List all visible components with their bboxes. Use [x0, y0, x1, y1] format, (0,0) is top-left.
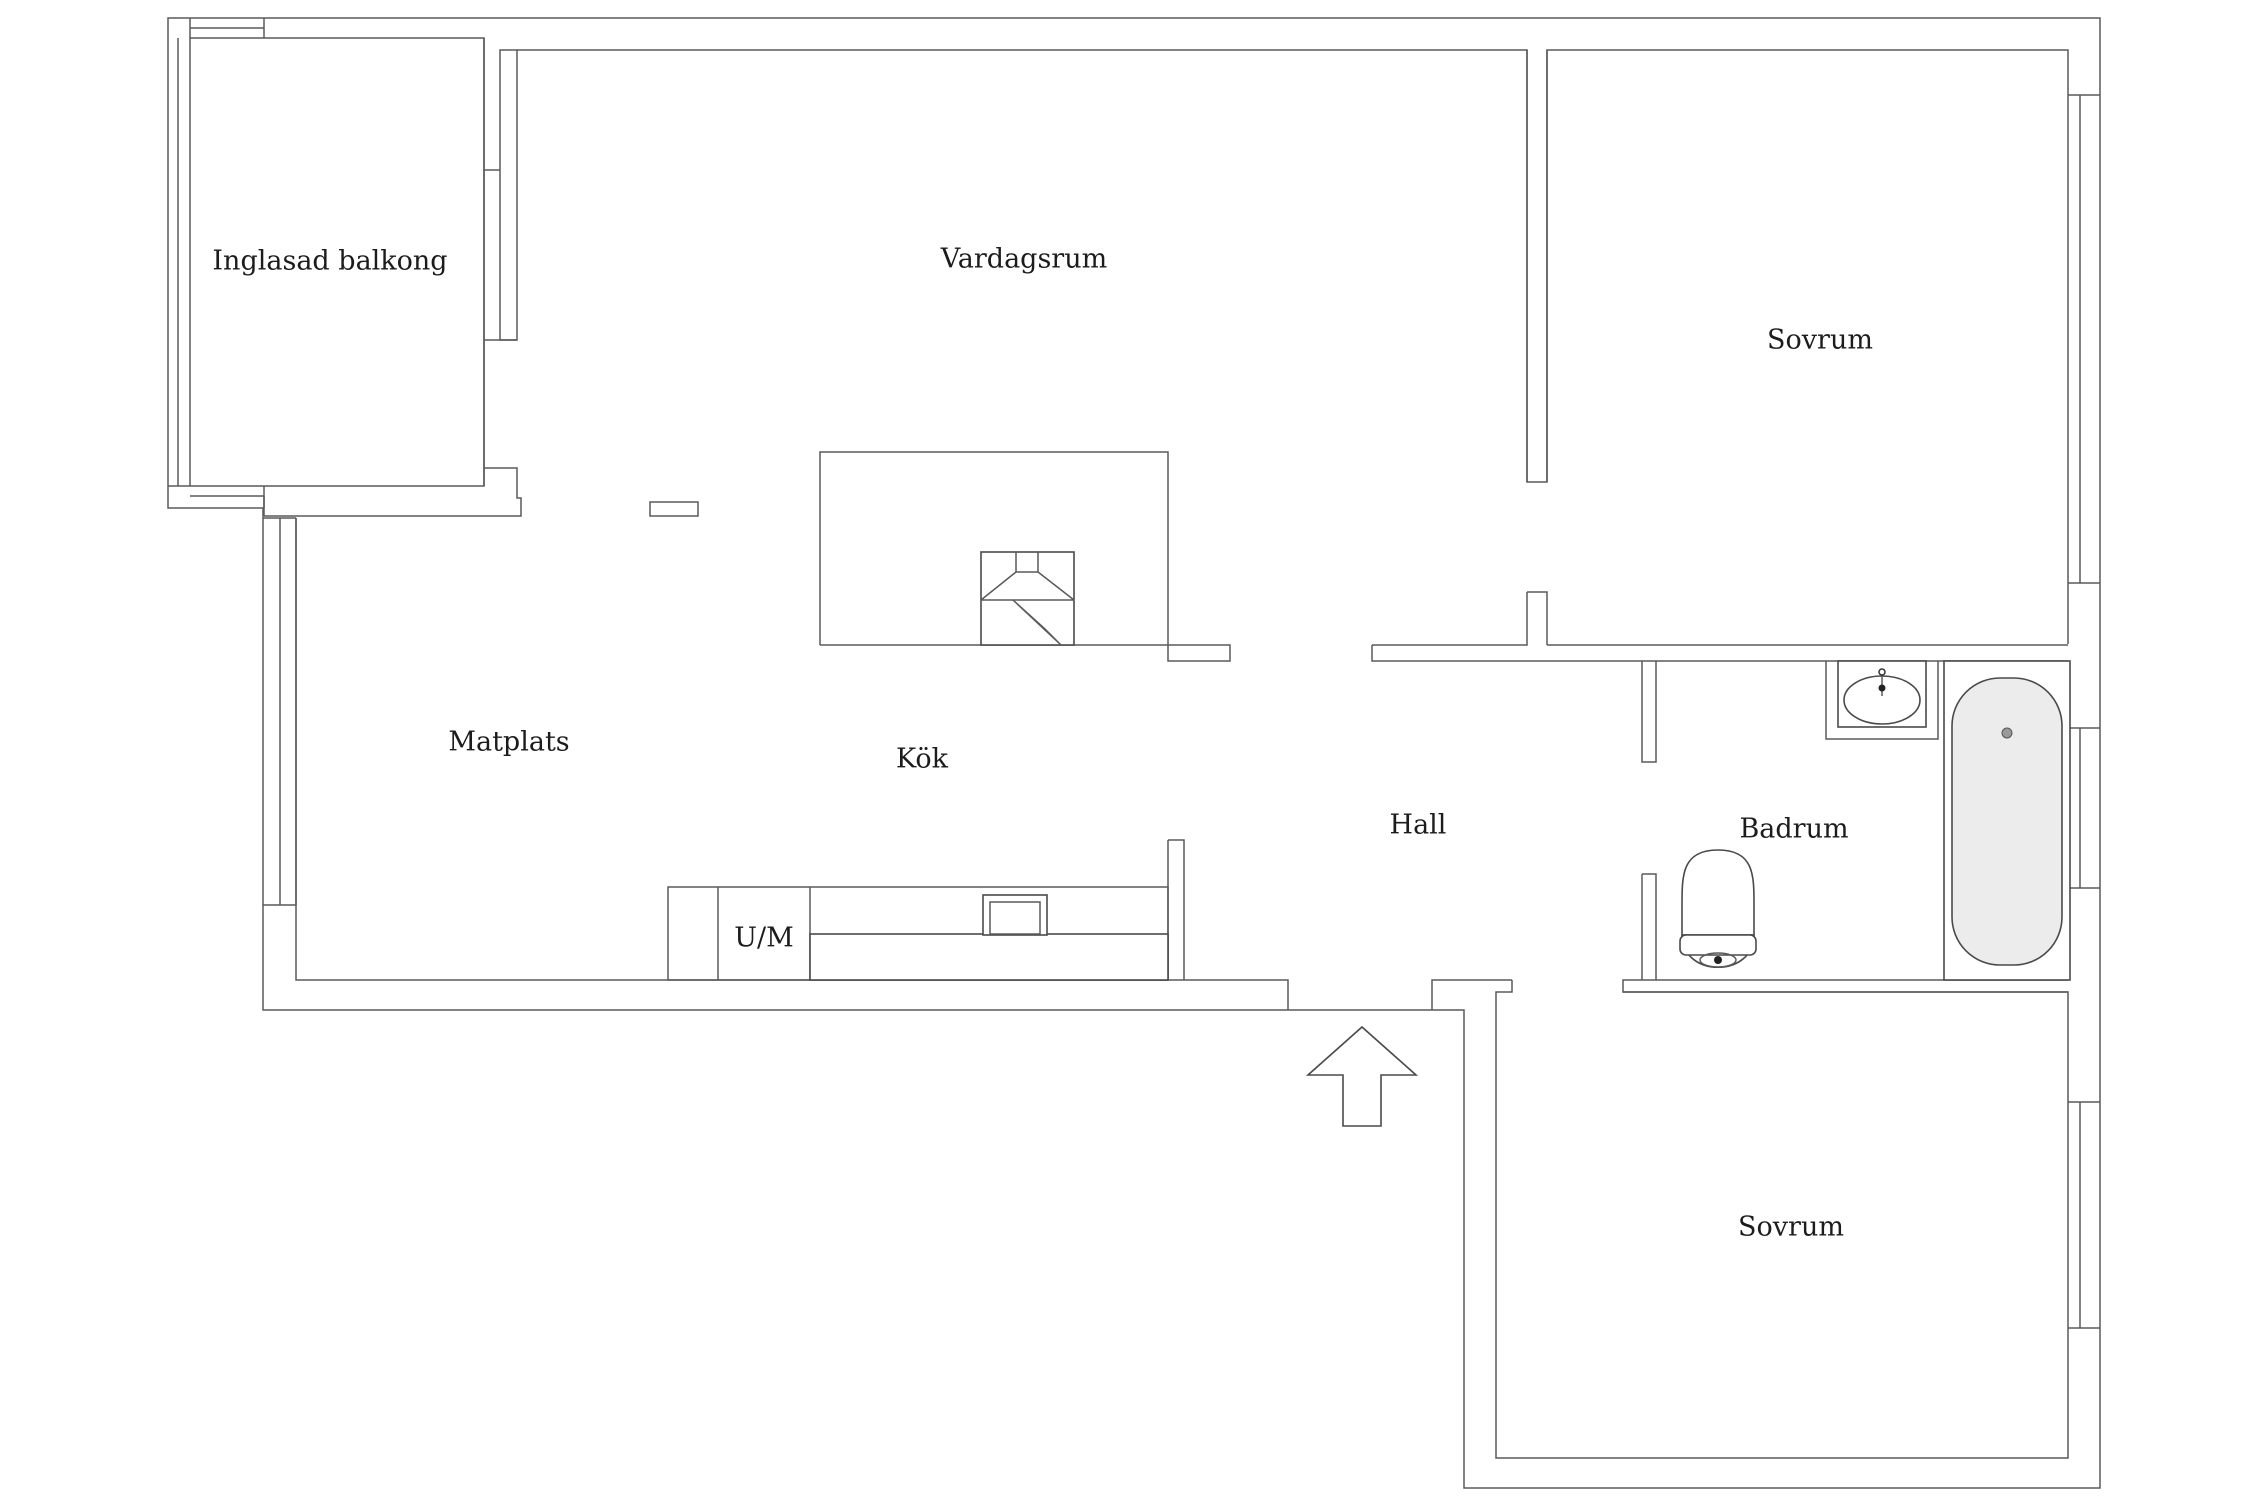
east-windows [263, 94, 2100, 1329]
room-label-hall: Hall [1390, 810, 1447, 841]
dining-west-wall [263, 517, 297, 905]
room-label-dining: Matplats [448, 727, 569, 758]
living-wall-stub [649, 501, 699, 517]
room-label-kitchen: Kök [896, 744, 949, 775]
interior-walls [1167, 50, 2068, 993]
counter-front [809, 933, 1169, 981]
washer-dryer-label: U/M [734, 923, 794, 954]
entrance-arrow-icon [1305, 1025, 1419, 1127]
balcony-wall-lower [264, 340, 522, 517]
room-label-bedroom-bottom: Sovrum [1738, 1212, 1844, 1243]
balcony-structure [168, 18, 522, 517]
bathtub-basin [1951, 677, 2063, 966]
bathroom-fixtures [1679, 660, 2071, 981]
kitchen-island [819, 451, 1231, 662]
balcony-living-wall [483, 38, 518, 341]
toilet-icon [1679, 849, 1757, 968]
room-label-bathroom: Badrum [1739, 814, 1848, 845]
room-label-bedroom-top: Sovrum [1767, 325, 1873, 356]
stove-icon [980, 551, 1075, 646]
entrance-right-stub [1431, 979, 1512, 1010]
room-label-living: Vardagsrum [940, 244, 1107, 275]
kitchen-sink-icon [982, 894, 1048, 936]
kitchen-counter [667, 886, 1169, 981]
outer-wall-outline [167, 17, 2101, 1489]
room-label-balcony: Inglasad balkong [212, 246, 447, 277]
